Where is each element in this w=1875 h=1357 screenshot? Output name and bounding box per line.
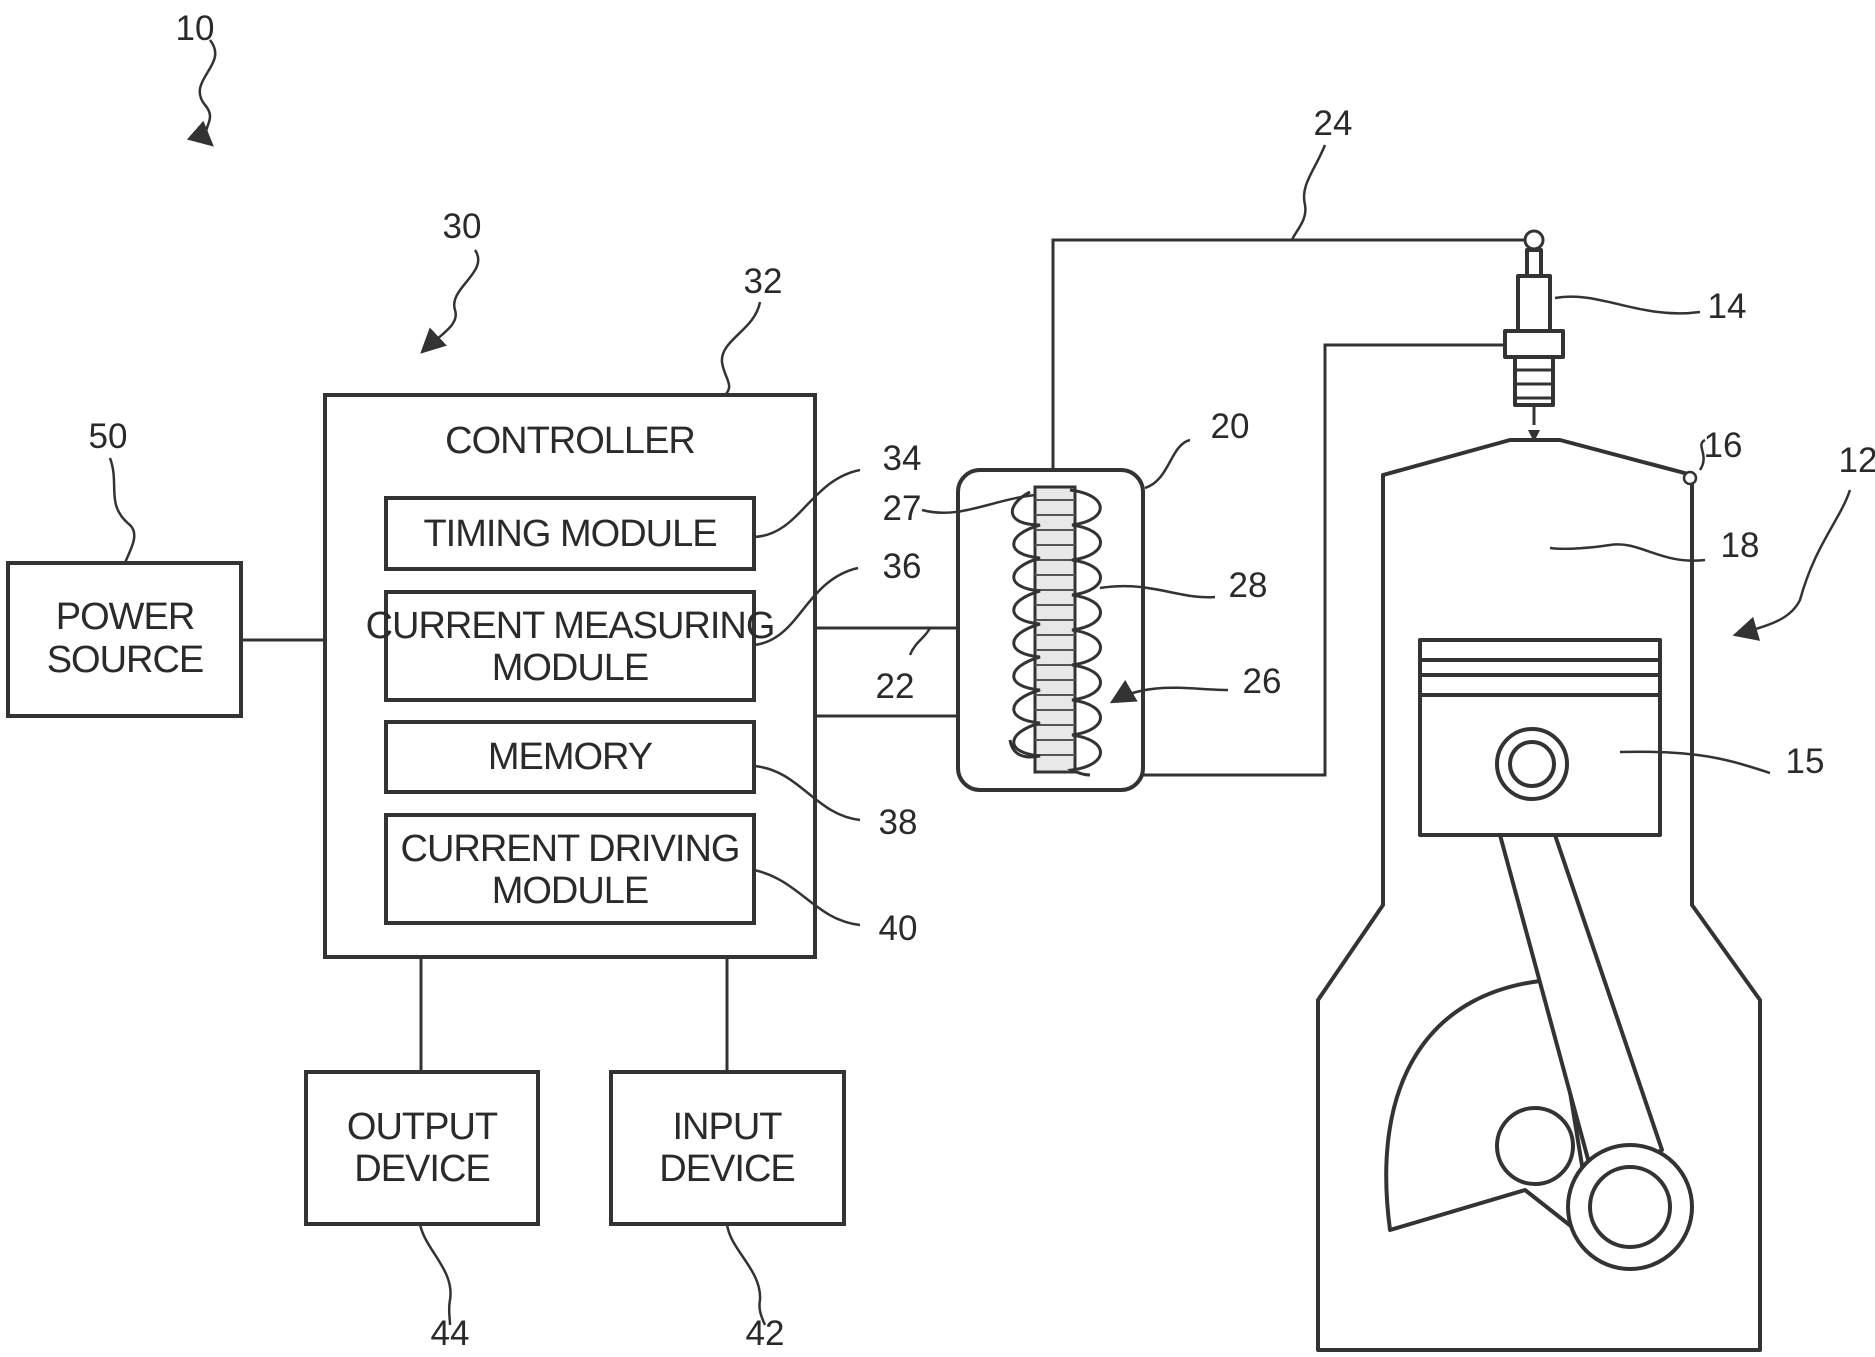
leader-ignition-coil <box>1145 440 1190 488</box>
input-device-label-2: DEVICE <box>659 1148 794 1190</box>
leader-controller-box <box>722 302 760 395</box>
wire-secondary-high-voltage <box>1053 240 1534 485</box>
terminal-icon <box>1525 231 1543 249</box>
controller-title: CONTROLLER <box>445 420 695 462</box>
leader-power-source <box>110 458 134 563</box>
spark-plug <box>1505 250 1563 442</box>
current-measuring-module-label-2: MODULE <box>492 647 649 689</box>
ref-piston: 15 <box>1786 742 1825 781</box>
ref-primary-line: 22 <box>876 667 915 706</box>
piston <box>1420 640 1660 835</box>
leader-output-device <box>420 1224 451 1325</box>
ref-cylinder: 16 <box>1704 426 1743 465</box>
ref-memory-module: 38 <box>879 803 918 842</box>
ref-primary-winding: 26 <box>1243 662 1282 701</box>
power-source-label-1: POWER <box>56 596 195 638</box>
ref-ignition-coil: 20 <box>1211 407 1250 446</box>
current-measuring-module-label-1: CURRENT MEASURING <box>366 605 775 647</box>
ref-current-driving-module: 40 <box>879 909 918 948</box>
leader-input-device <box>727 1224 765 1325</box>
ref-power-source: 50 <box>89 417 128 456</box>
memory-module-label: MEMORY <box>488 736 653 778</box>
crankshaft-journal <box>1497 1108 1573 1184</box>
ref-input-device: 42 <box>746 1314 785 1353</box>
leader-controller <box>422 250 478 352</box>
input-device-label-1: INPUT <box>673 1106 783 1148</box>
current-driving-module-label-1: CURRENT DRIVING <box>401 828 740 870</box>
crankpin <box>1590 1167 1670 1247</box>
ref-secondary-winding: 28 <box>1229 566 1268 605</box>
output-device-label-1: OUTPUT <box>347 1106 498 1148</box>
ref-combustion-chamber: 18 <box>1721 526 1760 565</box>
ref-output-device: 44 <box>431 1314 470 1353</box>
current-driving-module-label-2: MODULE <box>492 870 649 912</box>
ref-coil-core: 27 <box>883 489 922 528</box>
power-source-label-2: SOURCE <box>47 639 204 681</box>
ref-spark-plug: 14 <box>1708 287 1747 326</box>
timing-module-label: TIMING MODULE <box>423 513 716 555</box>
ref-system: 10 <box>176 9 215 48</box>
output-device-label-2: DEVICE <box>354 1148 489 1190</box>
ref-timing-module: 34 <box>883 439 922 478</box>
ref-secondary-line: 24 <box>1314 104 1353 143</box>
cylinder-sensor-icon <box>1684 472 1696 484</box>
leader-secondary-line <box>1292 145 1325 240</box>
ref-engine: 12 <box>1839 441 1875 480</box>
leader-system <box>200 40 216 145</box>
leader-primary-line <box>910 628 930 655</box>
leader-spark-plug <box>1555 297 1700 314</box>
ref-controller: 30 <box>443 207 482 246</box>
ref-controller-box: 32 <box>744 262 783 301</box>
ref-current-measuring-module: 36 <box>883 547 922 586</box>
